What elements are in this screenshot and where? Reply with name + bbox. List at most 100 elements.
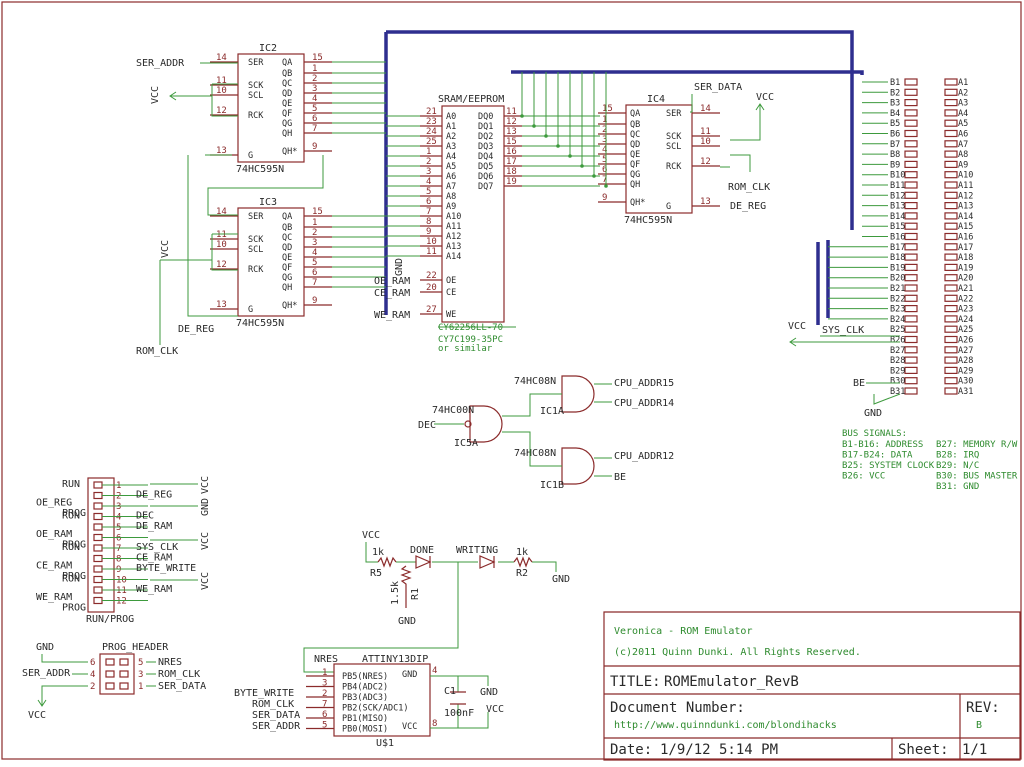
runprog-pin-num: 1 [116,481,121,491]
gnd-attiny: GND [480,687,498,698]
net-cpu-addr12: CPU_ADDR12 [614,451,674,462]
bus-b-pad [904,315,918,323]
wire-vcc-ic3 [159,233,238,345]
runprog-pin-num: 6 [116,534,121,544]
sram-addr-name: A9 [446,202,456,212]
junction [604,184,608,188]
runprog-left-label: PROG [62,571,86,582]
sram-part: CY7C199-35PC [438,335,503,345]
wire-led-attiny [303,562,459,673]
net-ce-ram: CE_RAM [374,288,410,299]
net-dec: DEC [418,420,436,431]
bus-a-pad [944,222,958,230]
bus-b-label: B29 [890,366,905,376]
bus-b-pad [904,232,918,241]
bus-a-label: A30 [958,377,973,387]
pin-name: QF [630,160,640,170]
pin-num: 1 [602,115,607,125]
bus-a-label: A29 [958,366,973,376]
bus-a-pad [944,78,958,86]
bus-b-label: B20 [890,274,905,284]
pin-num: 6 [426,197,431,207]
bus-a-pad [944,356,958,364]
pin-name: SCL [248,245,263,255]
bus-a-label: A23 [958,305,973,315]
tb-rev-label: REV: [966,700,1000,716]
gate-ic5a [469,405,503,443]
bus-signal: B29: N/C [936,461,979,471]
bus-a-pad [944,325,958,333]
junction [532,124,536,128]
bus-a-pad [944,109,958,117]
bus-b-pad [904,171,918,179]
sram-data-name: DQ4 [478,152,493,162]
pin-name: SCK [248,81,264,91]
pin-name: QG [282,119,292,129]
ic2-part: 74HC595N [236,164,284,175]
junction [592,174,596,178]
bus-a-pad [944,140,958,148]
bus-b-label: B5 [890,119,900,129]
pin-num: 18 [506,167,517,177]
bus-b-label: B12 [890,191,905,201]
bus-a-label: A26 [958,336,973,346]
pin-name: RCK [248,111,264,121]
attiny-pin-name: PB4(ADC2) [342,683,388,693]
bus-b-label: B31 [890,387,905,397]
pin-num: 5 [322,721,327,731]
sram-addr-name: A2 [446,132,456,142]
runprog-pin-num: 3 [116,502,121,512]
bus-a-pad [944,366,958,374]
bus-b-label: B6 [890,130,900,140]
tb-project: Veronica - ROM Emulator [614,626,752,637]
ic2-body [237,53,305,163]
capacitor-c1 [450,691,466,705]
wire-sram-data [522,72,600,167]
pin-name: QC [282,79,292,89]
gnd-label-bus: GND [864,408,882,419]
attiny-vcc-num: 8 [432,719,437,729]
net-nres: NRES [314,654,338,665]
bus-b-label: B3 [890,99,900,109]
ic4-part: 74HC595N [624,215,672,226]
bus-a-label: A5 [958,119,968,129]
tb-title-label: TITLE: [610,674,661,690]
bus-b-pad [904,325,918,333]
pin-num: 3 [312,84,317,94]
pin-num: 19 [506,177,517,187]
pin-num: 23 [426,117,437,127]
bus-a-pad [944,294,958,302]
bus-a-pad [944,243,958,251]
pin-num: 1 [312,218,317,228]
pin-name: QG [630,170,640,180]
bus-b-label: B9 [890,160,900,170]
pin-num: 7 [322,700,327,710]
wire-ser-data [690,94,693,113]
gnd-prog: GND [36,642,54,653]
bus-b-label: B24 [890,315,905,325]
net-de-reg: DE_REG [178,324,214,335]
ph-label-right: SER_DATA [158,681,206,692]
bus-b-pad [904,129,918,138]
pin-num: 13 [700,197,711,207]
pin-num: 20 [426,283,437,293]
bus-b-pad [904,294,918,302]
runprog-pad [93,502,103,510]
ph-pad-right [119,670,129,678]
pin-num: 6 [602,165,607,175]
sram-data-name: DQ1 [478,122,493,132]
bus-b-pad [904,78,918,86]
attiny-pins: PB5(NRES)1PB4(ADC2)3PB3(ADC3)2PB2(SCK/AD… [306,668,409,735]
runprog-right-label: CE_RAM [136,553,172,564]
wire-sram-data [521,72,600,117]
tb-sheet-label: Sheet: [898,742,949,758]
bus-b-label: B4 [890,109,900,119]
pin-num: 1 [426,147,431,157]
runprog-pad [93,481,103,489]
pin-num: 4 [602,145,607,155]
bus-b-label: B25 [890,325,905,335]
runprog-left-label: RUN [62,511,80,522]
tb-date-label: Date: [610,742,652,758]
